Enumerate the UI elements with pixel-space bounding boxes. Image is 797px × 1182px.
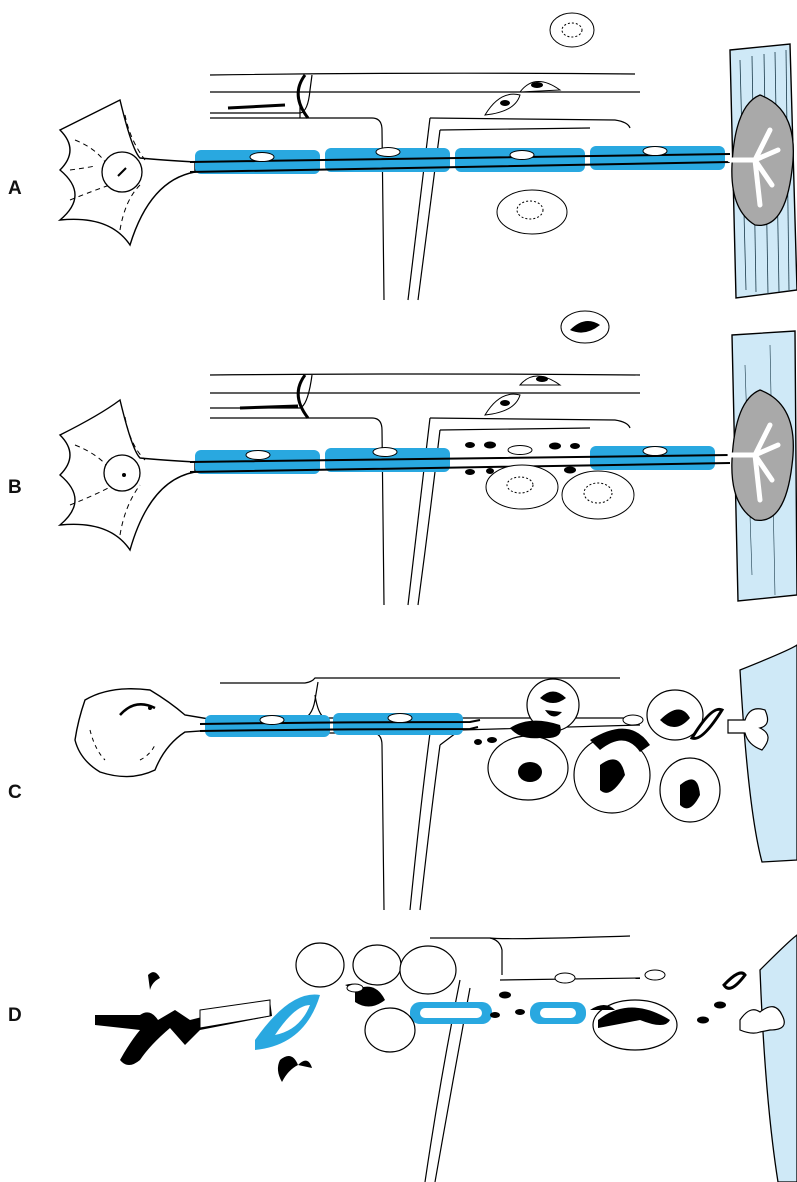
chromatolytic-neuron <box>75 689 215 777</box>
panel-b: B <box>0 305 797 610</box>
panel-a-drawing <box>0 0 797 305</box>
schwann-tube-bands <box>255 995 586 1050</box>
vessel-fenestration <box>298 375 308 418</box>
panel-d: D <box>0 920 797 1182</box>
panel-d-drawing <box>0 920 797 1182</box>
panel-label-d: D <box>8 1005 22 1027</box>
macrophage-cells <box>296 943 677 1052</box>
panel-a: A <box>0 0 797 305</box>
pericyte-nucleus <box>531 82 543 88</box>
panel-b-drawing <box>0 305 797 610</box>
panel-label-a: A <box>8 178 22 200</box>
denervated-endplate <box>740 1007 784 1033</box>
blood-vessel <box>425 936 640 1182</box>
nucleus <box>104 455 140 491</box>
panel-label-c: C <box>8 782 22 804</box>
vessel-mark <box>240 406 298 408</box>
panel-c-drawing <box>0 610 797 920</box>
panel-label-b: B <box>8 477 22 499</box>
muscle-fiber <box>740 645 797 862</box>
muscle-fiber <box>760 935 797 1182</box>
vessel-mark <box>228 105 285 108</box>
panel-c: C <box>0 610 797 920</box>
blood-vessel <box>210 73 640 300</box>
